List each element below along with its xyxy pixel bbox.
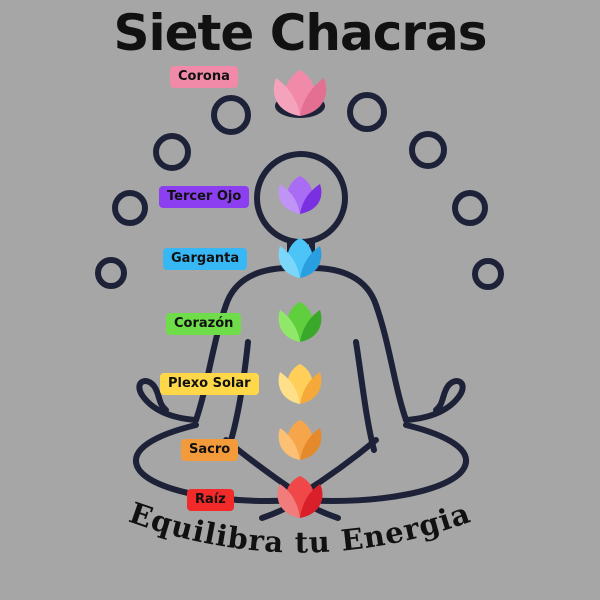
label-plexo-solar: Plexo Solar	[160, 373, 259, 395]
label-garganta: Garganta	[163, 248, 248, 270]
label-corazon: Corazón	[166, 313, 242, 335]
label-sacro: Sacro	[181, 439, 239, 461]
lotus-raiz	[277, 476, 323, 518]
label-raiz: Raíz	[187, 489, 234, 511]
lotus-sacro	[278, 420, 322, 460]
label-corona: Corona	[170, 66, 238, 88]
lotus-tercer-ojo	[278, 176, 322, 214]
lotus-corazon	[278, 302, 322, 342]
lotus-corona	[273, 70, 327, 118]
lotus-garganta	[278, 238, 322, 278]
lotus-plexo-solar	[278, 364, 322, 404]
label-tercer-ojo: Tercer Ojo	[159, 186, 250, 208]
page-title: Siete Chacras	[113, 4, 487, 62]
energy-circles	[95, 92, 504, 290]
